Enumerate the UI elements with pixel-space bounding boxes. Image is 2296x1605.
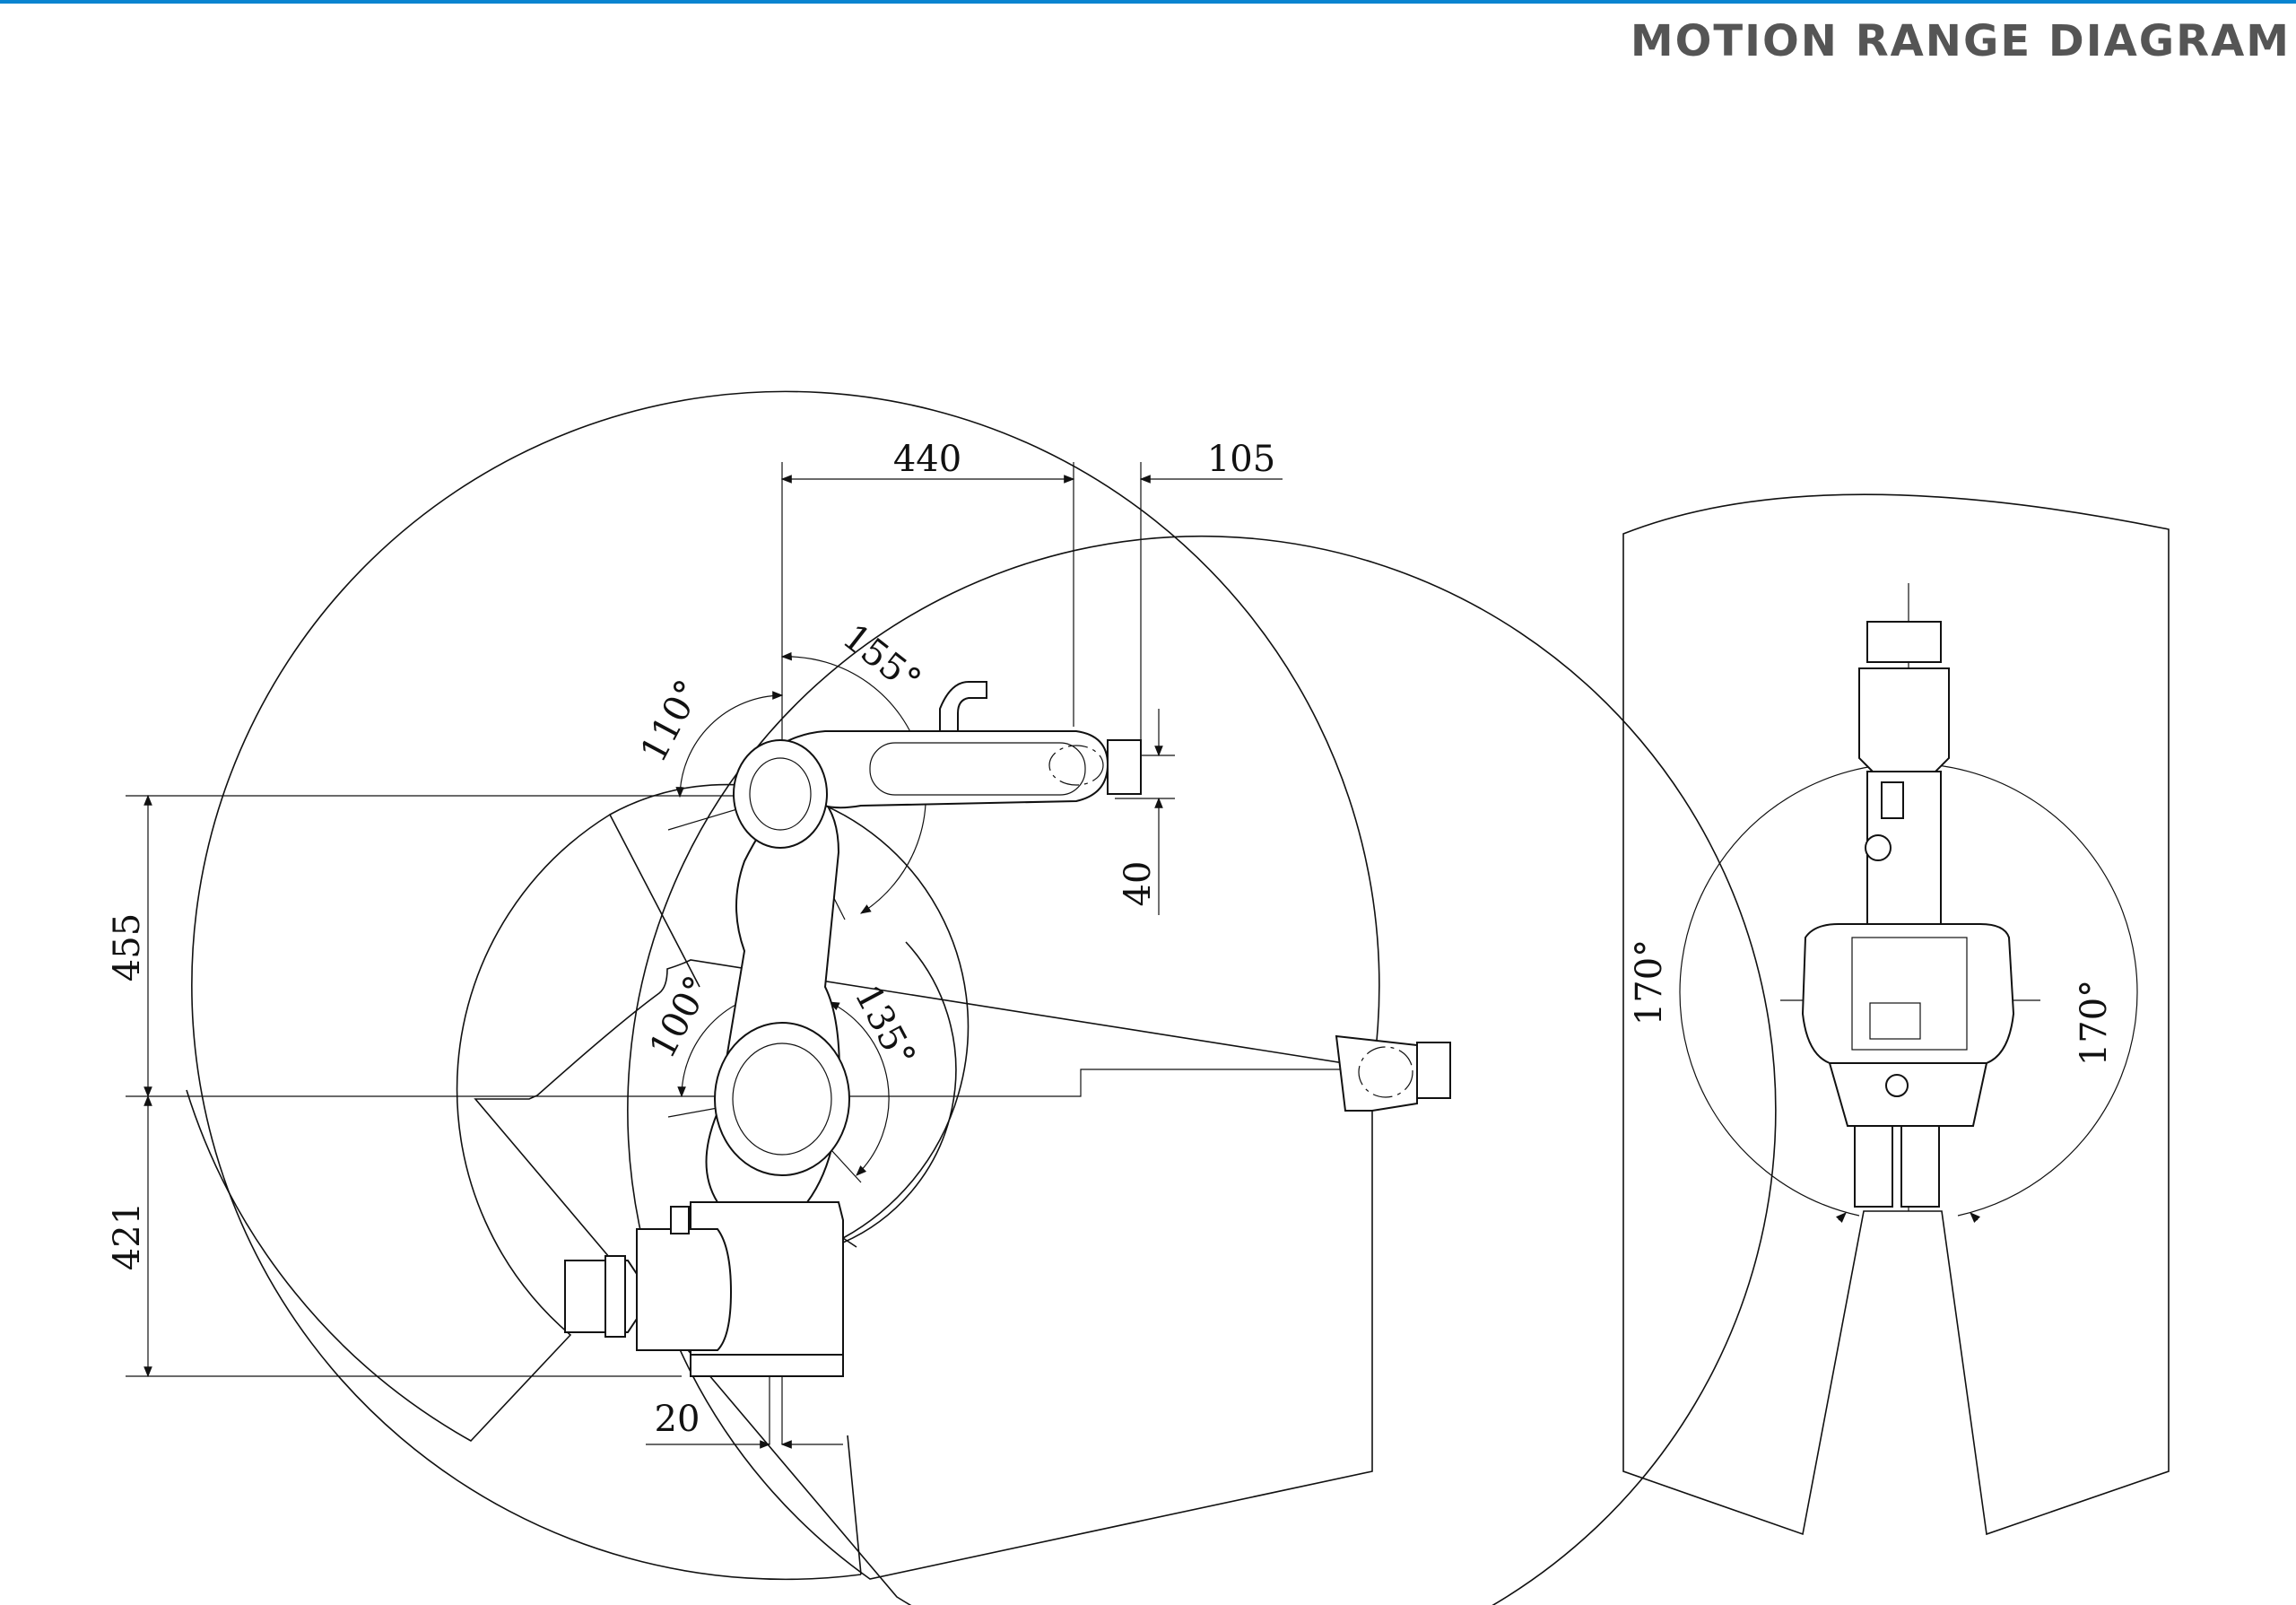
robot-reach-flange <box>1416 1042 1451 1099</box>
top-angle-right: 170° <box>2074 980 2115 1066</box>
angle-label-j2-fwd: 135° <box>847 979 924 1075</box>
robot-top <box>1801 621 2015 1208</box>
angle-arc-j3-up <box>675 691 784 798</box>
robot-top-connector-left <box>1854 1125 1893 1208</box>
dim-440-label: 440 <box>893 439 961 480</box>
robot-j3-cover <box>749 757 812 831</box>
side-view: 440 105 40 455 421 20 110° 155° 100° 135… <box>107 390 1777 1605</box>
robot-elbow-fitting <box>939 681 987 732</box>
robot-top-base <box>1828 1062 1988 1127</box>
robot-j3-housing <box>733 739 828 849</box>
top-angle-left: 170° <box>1629 939 1670 1025</box>
robot-forearm-cover <box>869 742 1086 796</box>
robot-j2-cover <box>732 1042 832 1156</box>
top-arrow-left <box>1835 1212 1847 1224</box>
robot-top-connector-right <box>1900 1125 1940 1208</box>
outer-arc <box>191 390 1380 1581</box>
dim-455-label: 455 <box>107 913 148 981</box>
robot-top-flange <box>1866 621 1942 663</box>
dim-20-label: 20 <box>655 1399 700 1440</box>
robot-j4-axis <box>1048 745 1104 786</box>
inner-arc-right <box>842 941 957 1243</box>
top-envelope <box>1622 493 2170 1536</box>
robot-top-base-port <box>1885 1074 1909 1097</box>
robot-top-valve <box>1881 781 1904 819</box>
dim-105-label: 105 <box>1207 439 1275 480</box>
robot-reach-wrist <box>1335 1034 1418 1112</box>
robot-connector-clamp <box>604 1255 626 1338</box>
top-view: 170° 170° <box>1622 493 2170 1536</box>
angle-label-j3-up: 110° <box>633 674 710 770</box>
page-title: MOTION RANGE DIAGRAM <box>1630 16 2291 66</box>
robot-top-shoulder-cover <box>1851 937 1968 1051</box>
robot-side <box>564 681 1451 1377</box>
robot-top-label-plate <box>1869 1002 1921 1040</box>
top-accent-rule <box>0 0 2296 4</box>
dim-40-label: 40 <box>1118 861 1159 907</box>
robot-j2-housing <box>714 1022 850 1176</box>
robot-wrist <box>1107 739 1142 795</box>
robot-top-fitting <box>1865 834 1892 861</box>
angle-label-j2-back: 100° <box>642 970 719 1066</box>
inner-envelope <box>186 813 700 1443</box>
dim-421-label: 421 <box>107 1202 148 1270</box>
robot-reach-axis <box>1358 1046 1413 1098</box>
robot-top-shoulder <box>1801 923 2015 1064</box>
robot-base-plate <box>690 1354 844 1377</box>
outer-arc-cut <box>847 1435 862 1575</box>
angle-arc-j2-fwd <box>828 1001 890 1176</box>
robot-base-housing <box>636 1228 733 1351</box>
top-arrow-right <box>1970 1212 1981 1224</box>
ref-line-reach <box>780 1069 1341 1097</box>
angle-label-j3-down: 155° <box>835 616 928 702</box>
robot-cable-port <box>670 1206 690 1234</box>
inner-arc-end <box>842 1237 857 1248</box>
robot-top-wrist <box>1858 667 1950 772</box>
